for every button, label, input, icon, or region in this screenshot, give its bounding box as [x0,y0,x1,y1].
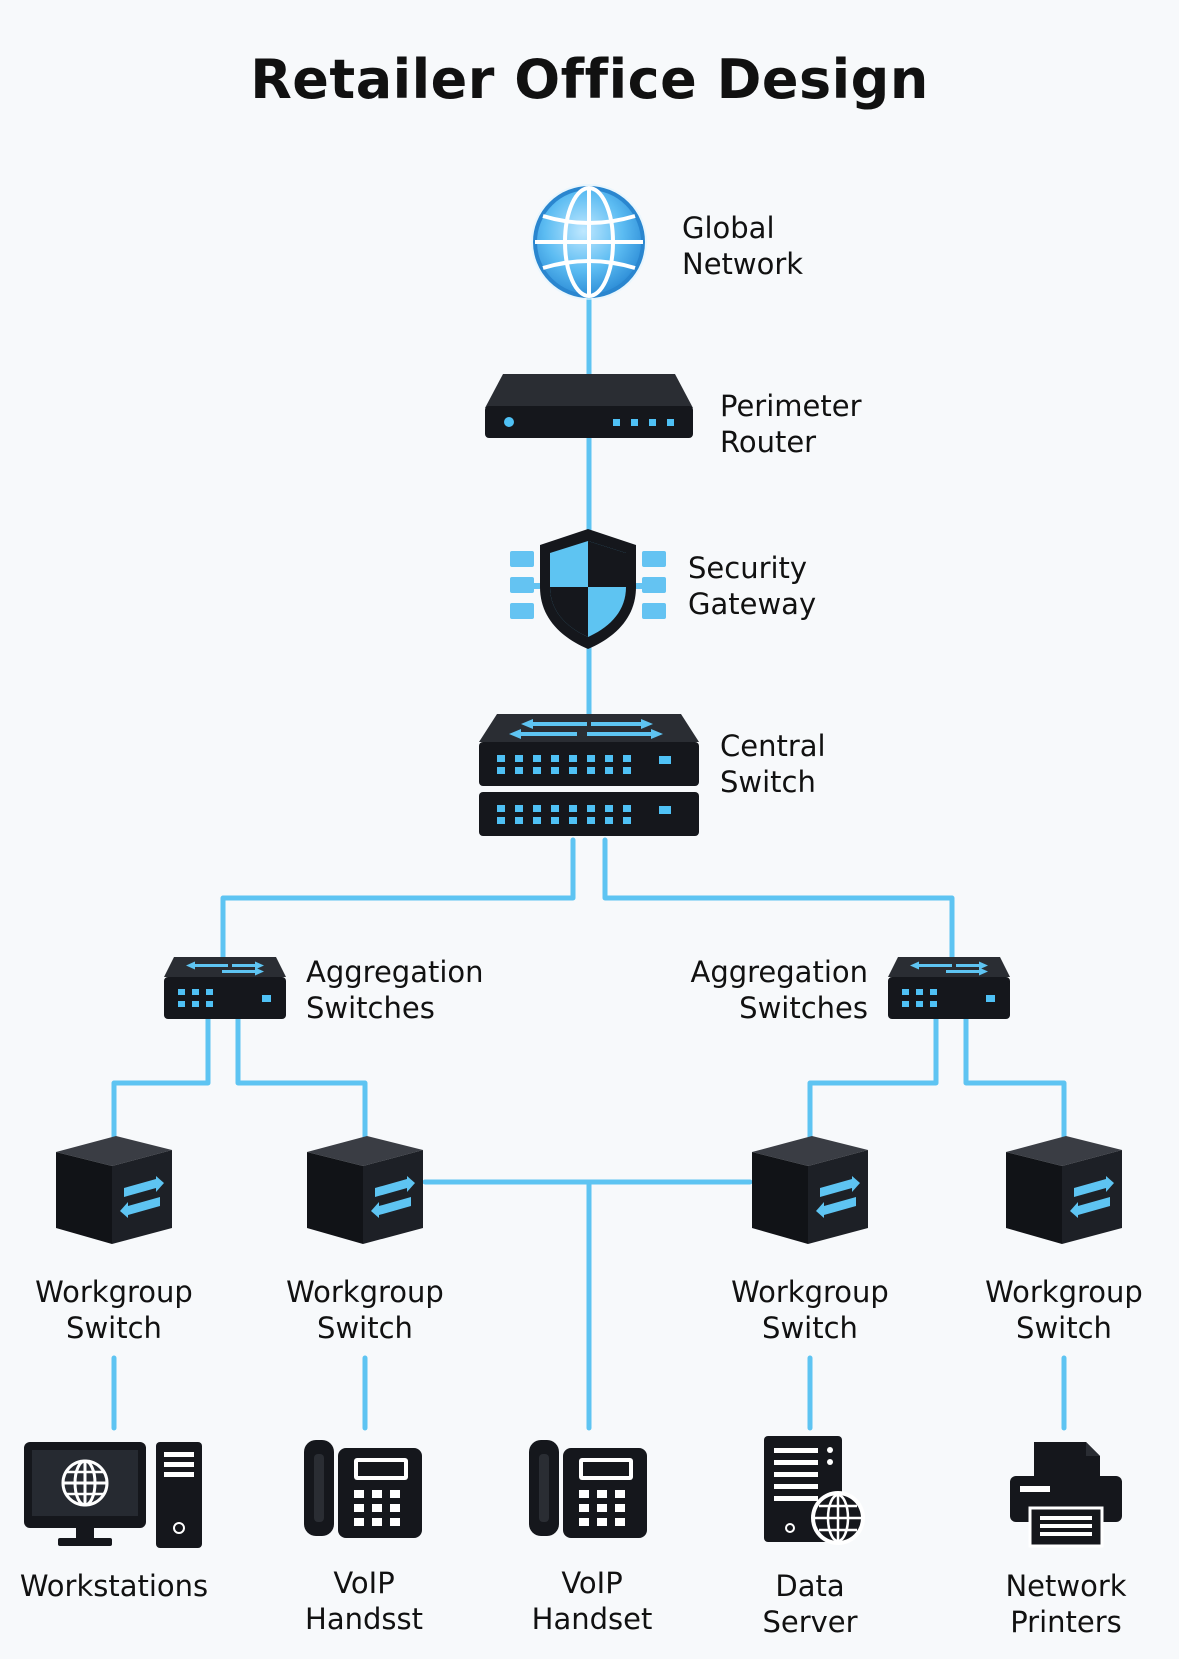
workgroup-switch-2-icon [307,1136,423,1244]
aggregation-switch-left-icon [164,957,286,1019]
workstation-icon [24,1442,202,1548]
workgroup-switch-4-icon [1006,1136,1122,1244]
shield-icon [510,529,666,649]
voip-phone-1-icon [304,1440,422,1538]
globe-icon [531,184,647,300]
stacked-switch-icon [479,714,699,836]
printer-icon [1010,1442,1122,1548]
link-agg-right-wg3 [807,1015,939,1141]
link-central-agg-right [602,837,955,961]
link-agg-left-wg2 [235,1015,368,1141]
link-agg-left-wg1 [111,1015,211,1141]
data-server-icon [764,1436,865,1545]
workstations-label: Workstations [19,1569,209,1603]
voip-phone-2-icon [529,1440,647,1538]
workgroup-switch-3-icon [752,1136,868,1244]
router-icon [485,374,693,438]
link-agg-right-wg4 [963,1015,1067,1141]
workgroup-switch-1-icon [56,1136,172,1244]
aggregation-switch-right-icon [888,957,1010,1019]
diagram-title: Retailer Office Design [250,48,929,111]
link-central-agg-left [220,837,576,961]
